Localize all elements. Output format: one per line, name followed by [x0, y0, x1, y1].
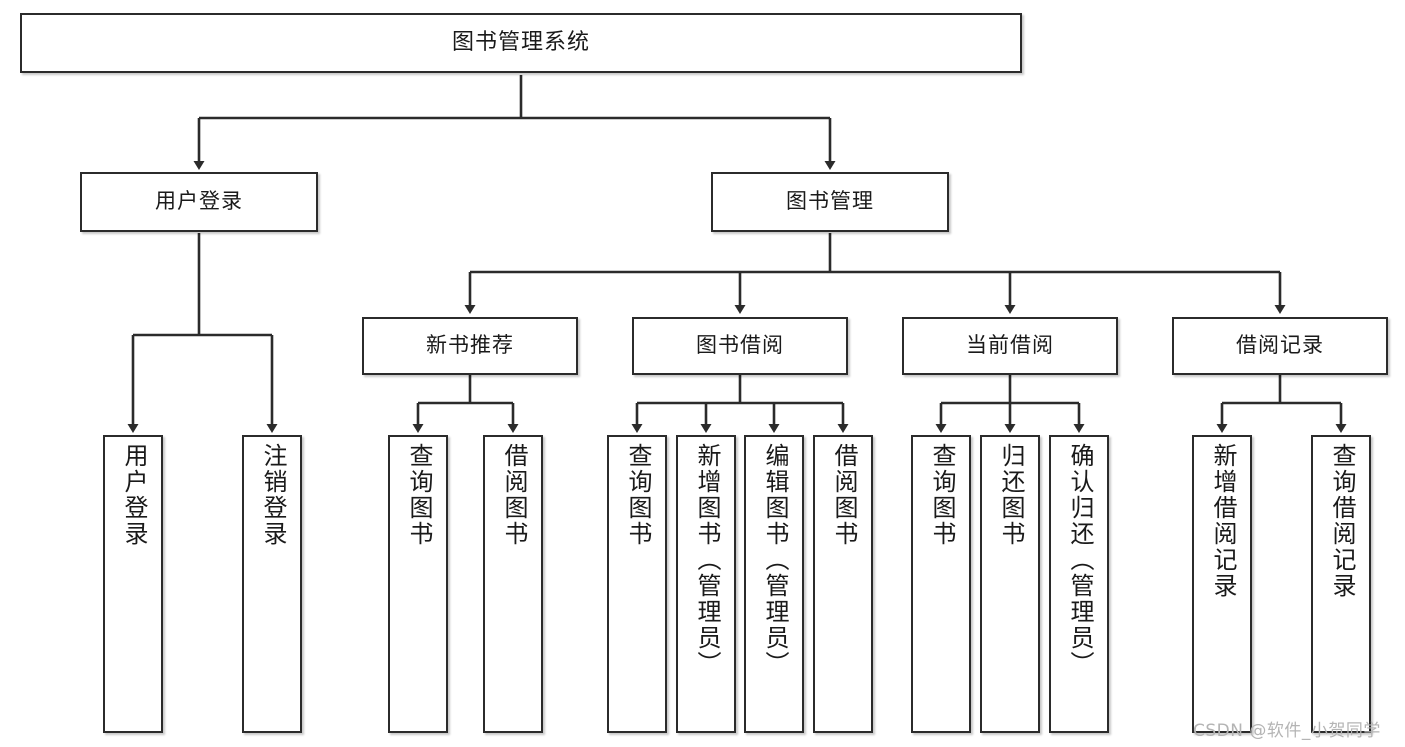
leaf-new-book-borrow[interactable]: 借阅图书	[483, 435, 543, 733]
node-user-login[interactable]: 用户登录	[80, 172, 318, 232]
node-book-borrow[interactable]: 图书借阅	[632, 317, 848, 375]
leaf-label: 查询图书	[404, 443, 433, 547]
leaf-user-login-login[interactable]: 用户登录	[103, 435, 163, 733]
leaf-book-borrow-edit[interactable]: 编辑图书（管理员）	[744, 435, 804, 733]
leaf-label: 编辑图书（管理员）	[760, 443, 789, 677]
leaf-label: 确认归还（管理员）	[1065, 443, 1094, 677]
node-label: 图书管理系统	[451, 29, 590, 55]
leaf-borrow-record-query[interactable]: 查询借阅记录	[1311, 435, 1371, 733]
node-current-borrow[interactable]: 当前借阅	[902, 317, 1118, 375]
node-root-system[interactable]: 图书管理系统	[20, 13, 1022, 73]
node-label: 用户登录	[155, 189, 243, 214]
leaf-user-login-logout[interactable]: 注销登录	[242, 435, 302, 733]
node-label: 新书推荐	[426, 333, 514, 358]
watermark-csdn: CSDN @软件_小贺同学	[1193, 721, 1381, 741]
leaf-label: 查询图书	[927, 443, 956, 547]
leaf-label: 借阅图书	[499, 443, 528, 547]
node-label: 当前借阅	[966, 333, 1054, 358]
leaf-label: 新增图书（管理员）	[692, 443, 721, 677]
node-borrow-record[interactable]: 借阅记录	[1172, 317, 1388, 375]
leaf-current-borrow-confirm-return[interactable]: 确认归还（管理员）	[1049, 435, 1109, 733]
leaf-new-book-query[interactable]: 查询图书	[388, 435, 448, 733]
leaf-label: 新增借阅记录	[1208, 443, 1237, 599]
leaf-label: 注销登录	[258, 443, 287, 547]
leaf-borrow-record-add[interactable]: 新增借阅记录	[1192, 435, 1252, 733]
leaf-label: 查询借阅记录	[1327, 443, 1356, 599]
leaf-label: 用户登录	[119, 443, 148, 547]
leaf-label: 借阅图书	[829, 443, 858, 547]
leaf-book-borrow-borrow[interactable]: 借阅图书	[813, 435, 873, 733]
leaf-current-borrow-query[interactable]: 查询图书	[911, 435, 971, 733]
node-new-book-recommend[interactable]: 新书推荐	[362, 317, 578, 375]
node-label: 图书借阅	[696, 333, 784, 358]
node-label: 图书管理	[786, 189, 874, 214]
leaf-label: 归还图书	[996, 443, 1025, 547]
leaf-book-borrow-add[interactable]: 新增图书（管理员）	[676, 435, 736, 733]
leaf-current-borrow-return[interactable]: 归还图书	[980, 435, 1040, 733]
node-book-management[interactable]: 图书管理	[711, 172, 949, 232]
leaf-label: 查询图书	[623, 443, 652, 547]
leaf-book-borrow-query[interactable]: 查询图书	[607, 435, 667, 733]
node-label: 借阅记录	[1236, 333, 1324, 358]
